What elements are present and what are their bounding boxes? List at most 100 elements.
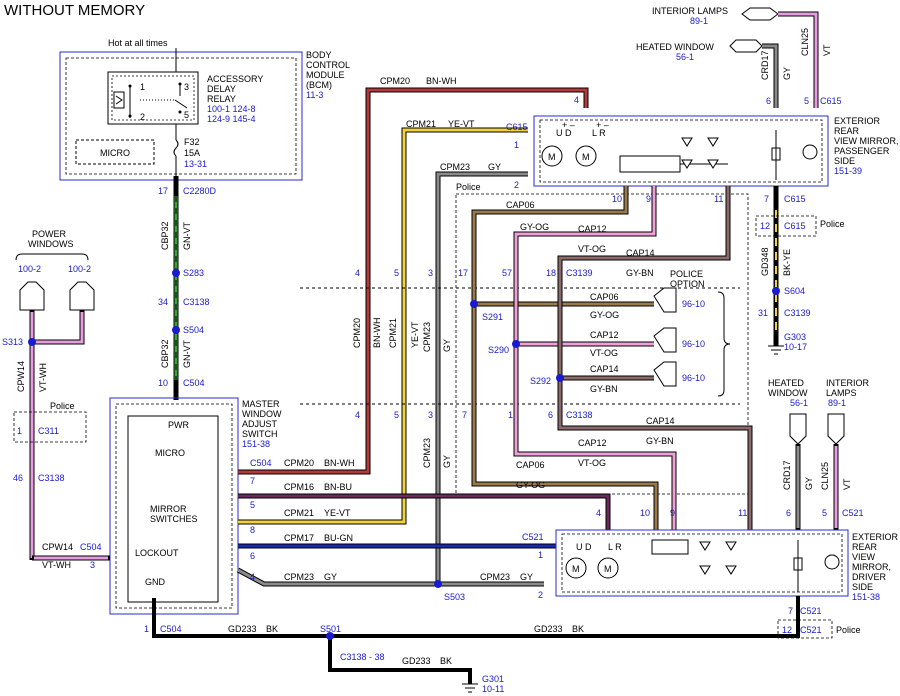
- circuit-bk: BK: [266, 624, 278, 634]
- bcm-relay-pin: 1: [140, 82, 145, 92]
- ref-96-10-b: 96-10: [682, 339, 705, 349]
- circuit-gd233-c: GD233: [402, 656, 431, 666]
- master-gnd: GND: [145, 577, 166, 587]
- pin-11-d: 11: [738, 508, 747, 518]
- master-name-line2: WINDOW: [242, 409, 282, 419]
- drv-mirror-line1: EXTERIOR: [852, 532, 899, 542]
- splice-s504: S504: [183, 325, 204, 335]
- pin-10: 10: [158, 378, 168, 388]
- pass-mirror-line3: VIEW MIRROR,: [834, 136, 899, 146]
- circuit-gy-h: GY: [324, 572, 337, 582]
- circuit-cap06-b: CAP06: [590, 292, 619, 302]
- pass-mirror-line1: EXTERIOR: [834, 116, 881, 126]
- pin-7-g: 7: [788, 606, 793, 616]
- top-right-connections: INTERIOR LAMPS 89-1 CLN25 VT HEATED WIND…: [636, 6, 842, 108]
- heated-window-r-line1: HEATED: [768, 378, 804, 388]
- power-windows-ref2: 100-2: [68, 264, 91, 274]
- connector-c2280d: C2280D: [183, 186, 217, 196]
- connector-c504: C504: [183, 378, 205, 388]
- police-label-g: Police: [836, 625, 861, 635]
- motor-m-d: M: [604, 564, 612, 574]
- pin-5-a: 5: [394, 268, 399, 278]
- pin-9-p: 9: [646, 194, 651, 204]
- pin-1: 1: [17, 426, 22, 436]
- pin-8-m: 8: [250, 525, 255, 535]
- pin-7-p: 7: [462, 410, 467, 420]
- ref-96-10-c: 96-10: [682, 373, 705, 383]
- circuit-bugn: BU-GN: [324, 533, 353, 543]
- pin-10-d: 10: [640, 508, 650, 518]
- interior-lamps-top-ref: 89-1: [690, 16, 708, 26]
- connector-c521: C521: [522, 532, 544, 542]
- circuit-crd17: CRD17: [760, 50, 770, 80]
- circuit-cpm16: CPM16: [284, 482, 314, 492]
- circuit-gy-top: GY: [782, 67, 792, 80]
- circuit-gnvt: GN-VT: [182, 222, 192, 251]
- interior-lamps-r-ref: 89-1: [828, 398, 846, 408]
- bcm-micro-label: MICRO: [100, 148, 130, 158]
- circuit-vtwh: VT-WH: [38, 363, 48, 392]
- pin-3: 3: [90, 560, 95, 570]
- motor-m-d: M: [572, 564, 580, 574]
- relay-label-line3: RELAY: [207, 94, 236, 104]
- pin-6-m: 6: [250, 551, 255, 561]
- circuit-cpm17: CPM17: [284, 533, 314, 543]
- police-label-r: Police: [820, 219, 845, 229]
- circuit-vt-r: VT: [842, 478, 852, 490]
- interior-lamps-top: INTERIOR LAMPS: [652, 6, 728, 16]
- circuit-cap14: CAP14: [626, 248, 655, 258]
- circuit-gy: GY: [488, 162, 501, 172]
- mirror-pm: + –: [562, 120, 575, 130]
- splice-s503: S503: [444, 592, 465, 602]
- pin-7-r: 7: [764, 194, 769, 204]
- pin-6-r: 6: [786, 508, 791, 518]
- circuit-cpm23-v2: CPM23: [422, 438, 432, 468]
- connector-c615-r2: C615: [784, 221, 806, 231]
- pin-4-d: 4: [596, 508, 601, 518]
- circuit-vtog-b: VT-OG: [590, 348, 618, 358]
- pin-2-pass: 2: [514, 180, 519, 190]
- circuit-bnbu: BN-BU: [324, 482, 352, 492]
- connector-c615-r: C615: [784, 194, 806, 204]
- circuit-gybn: GY-BN: [626, 268, 654, 278]
- pin-1-g: 1: [144, 624, 149, 634]
- heated-window-r-line2: WINDOW: [768, 388, 808, 398]
- pin-34: 34: [158, 297, 168, 307]
- master-mirror-line2: SWITCHES: [150, 514, 198, 524]
- main-pin-labels: 4 C615 1 2 4 5 3 4 5 3 C504 7 5 8 6 4 C5…: [250, 95, 579, 600]
- pin-10-p: 10: [612, 194, 622, 204]
- circuit-bk-b: BK: [572, 624, 584, 634]
- circuit-cpm23: CPM23: [440, 162, 470, 172]
- heated-window-r-ref: 56-1: [790, 398, 808, 408]
- circuit-cln25-r: CLN25: [820, 462, 830, 490]
- pin-1-drv: 1: [538, 550, 543, 560]
- pin-5-b: 5: [394, 410, 399, 420]
- circuit-cbp32-2: CBP32: [160, 339, 170, 368]
- driver-mirror: M M U D L R EXTERIOR REAR VIEW MIRROR, D…: [555, 529, 899, 602]
- circuit-vtog-c: VT-OG: [578, 458, 606, 468]
- circuit-cpm21: CPM21: [406, 119, 436, 129]
- circuit-bkye: BK-YE: [782, 249, 792, 276]
- master-lockout: LOCKOUT: [135, 548, 179, 558]
- drv-mirror-line6: SIDE: [852, 582, 873, 592]
- circuit-cln25: CLN25: [800, 28, 810, 56]
- splice-s283: S283: [183, 268, 204, 278]
- pin-4-b: 4: [355, 410, 360, 420]
- driver-pin-labels: 4 10 9 11: [596, 508, 747, 518]
- pin-6-p: 6: [548, 410, 553, 420]
- wire-cpm23: S503 CPM23 GY CPM23 GY CPM23 GY CPM23 GY…: [236, 162, 544, 602]
- bcm-relay-pin: 3: [184, 82, 189, 92]
- connector-c521-g: C521: [800, 606, 822, 616]
- bcm-name-line3: MODULE: [306, 70, 345, 80]
- circuit-gy-v2: GY: [442, 455, 452, 468]
- master-name-line4: SWITCH: [242, 429, 278, 439]
- pass-mirror-line5: SIDE: [834, 156, 855, 166]
- circuit-cpm20-v: CPM20: [352, 318, 362, 348]
- pin-18-p: 18: [546, 268, 556, 278]
- circuit-gyog: GY-OG: [520, 222, 549, 232]
- circuit-cpm23-h2: CPM23: [480, 572, 510, 582]
- pin-5-r: 5: [822, 508, 827, 518]
- connector-c615: C615: [506, 122, 528, 132]
- circuit-vt: VT: [822, 44, 832, 56]
